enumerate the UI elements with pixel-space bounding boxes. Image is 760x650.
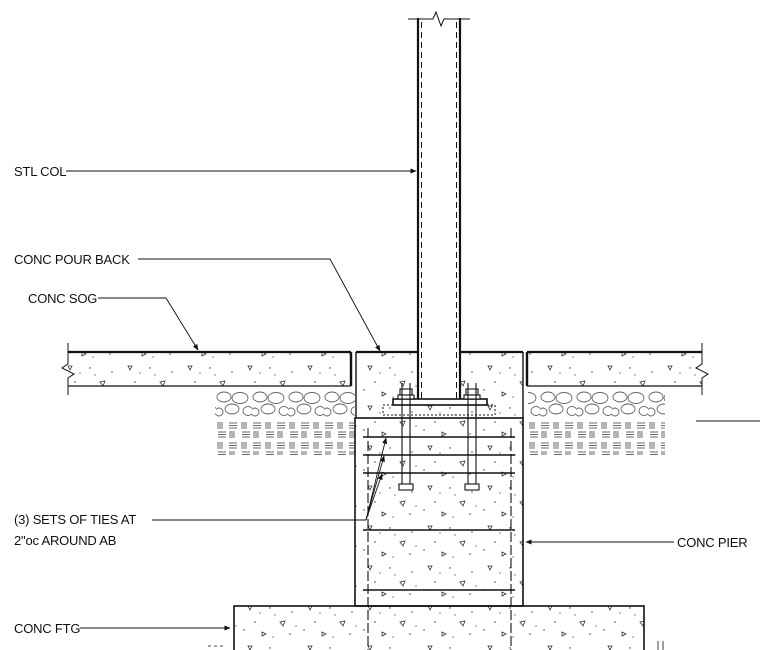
concrete-footing bbox=[233, 605, 645, 650]
label-stl-col: STL COL bbox=[14, 164, 66, 179]
label-conc-sog: CONC SOG bbox=[28, 291, 97, 306]
concrete-slab-on-grade bbox=[68, 350, 702, 387]
break-line-left bbox=[61, 343, 75, 395]
compacted-soil bbox=[215, 419, 665, 455]
label-ties-line2: 2"oc AROUND AB bbox=[14, 533, 116, 548]
concrete-pier bbox=[354, 417, 524, 607]
gravel-base bbox=[215, 386, 665, 419]
column-break-line bbox=[408, 10, 470, 28]
anchor-bolt-right bbox=[463, 383, 481, 491]
pier-ties bbox=[363, 428, 515, 650]
label-conc-ftg: CONC FTG bbox=[14, 621, 80, 636]
leader-conc-pour-back bbox=[138, 258, 381, 352]
grade-marks bbox=[208, 641, 664, 650]
anchor-bolt-left bbox=[397, 383, 415, 491]
leader-ties bbox=[152, 437, 388, 521]
steel-column bbox=[416, 18, 462, 399]
label-conc-pier: CONC PIER bbox=[677, 535, 747, 550]
leader-conc-sog bbox=[98, 297, 199, 351]
base-plate bbox=[382, 398, 496, 416]
label-conc-pour-back: CONC POUR BACK bbox=[14, 252, 130, 267]
break-line-right bbox=[695, 343, 709, 395]
label-ties-line1: (3) SETS OF TIES AT bbox=[14, 512, 136, 527]
